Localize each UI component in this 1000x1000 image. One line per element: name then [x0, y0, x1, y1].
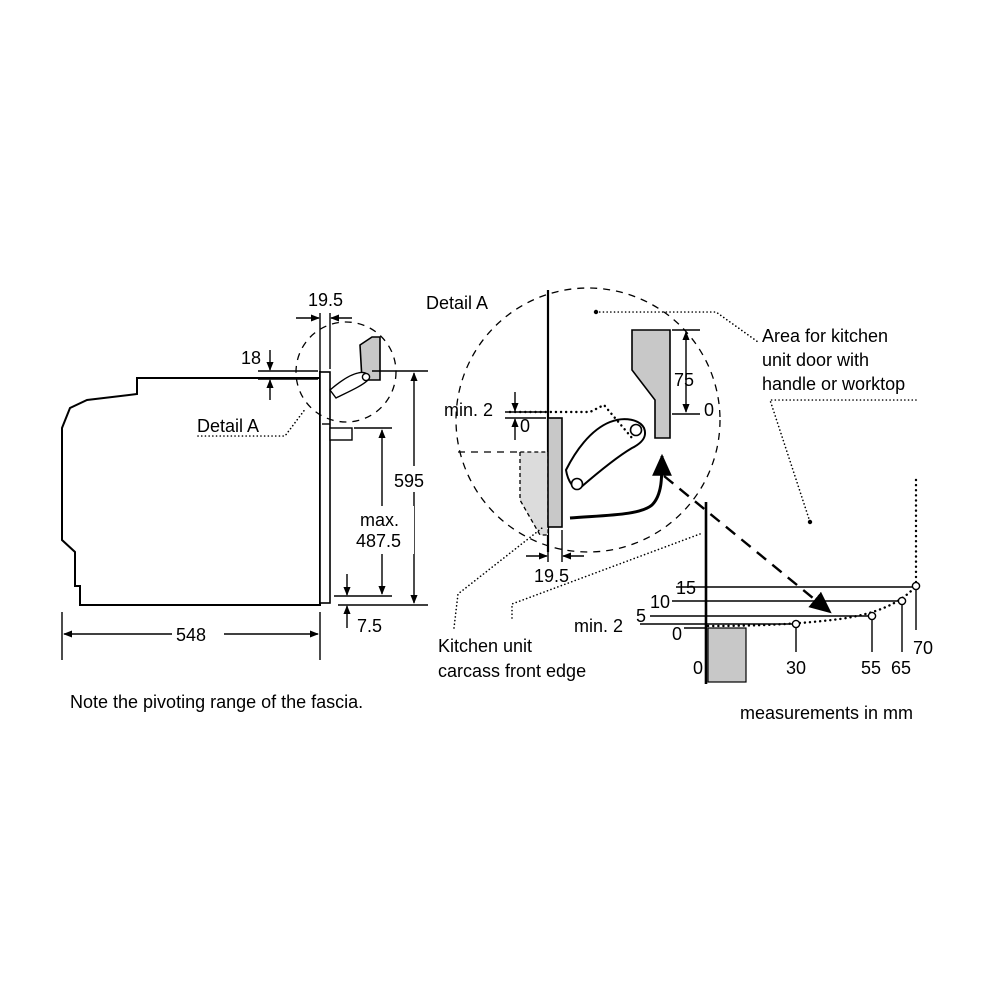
dim-75-label: 75 [674, 370, 694, 390]
carcass-label-line2: carcass front edge [438, 661, 586, 681]
area-note-line3: handle or worktop [762, 374, 905, 394]
door-handle [329, 427, 353, 441]
fascia-top [631, 329, 671, 439]
graph-point-55 [867, 611, 877, 621]
units-note: measurements in mm [740, 703, 913, 723]
graph-y-label-5: 5 [636, 606, 646, 626]
dim-0-right-label: 0 [704, 400, 714, 420]
oven-body-outline [61, 377, 320, 606]
pivot-point [629, 423, 643, 437]
dim-595-label: 595 [394, 471, 424, 491]
detail-a-circle [455, 287, 721, 553]
dim-548-label: 548 [176, 625, 206, 645]
oven-fascia [319, 371, 331, 604]
pivot-range-note: Note the pivoting range of the fascia. [70, 692, 363, 712]
area-dotted-boundary [508, 403, 634, 440]
detail-a-label: Detail A [197, 416, 259, 436]
graph-x-label-0: 0 [693, 658, 703, 678]
detail-a-title: Detail A [426, 293, 488, 313]
dim-7-5-label: 7.5 [357, 616, 382, 636]
area-note-line2: unit door with [762, 350, 869, 370]
detail-a-leader [197, 407, 307, 437]
carcass-leader-right [511, 533, 701, 619]
graph-point-65 [897, 596, 907, 606]
graph-point-70 [911, 581, 921, 591]
graph-y-label-0: 0 [672, 624, 682, 644]
pivot-range-graph: 15 10 5 min. 2 0 0 30 55 65 70 [574, 478, 933, 684]
graph-x-label-65: 65 [891, 658, 911, 678]
dim-min2-label: min. 2 [444, 400, 493, 420]
carcass-leader-left [453, 527, 543, 629]
graph-x-label-55: 55 [861, 658, 881, 678]
graph-x-label-30: 30 [786, 658, 806, 678]
detail-to-graph-arrow [663, 475, 832, 614]
dim-19-5-bottom-label: 19.5 [534, 566, 569, 586]
fascia-panel [547, 417, 563, 528]
graph-y-label-10: 10 [650, 592, 670, 612]
carcass-outline [519, 451, 549, 536]
dim-487-5-label: 487.5 [356, 531, 401, 551]
pivot-lower-point [570, 477, 584, 491]
dim-18-label: 18 [241, 348, 261, 368]
dim-19-5-top-label: 19.5 [308, 290, 343, 310]
oven-side-view: Detail A 19.5 18 595 max. 487.5 7.5 [61, 290, 436, 660]
pivot-motion-arrow [569, 453, 672, 520]
area-note-leader [595, 311, 759, 343]
area-note-underline-leader [768, 399, 917, 523]
dim-0-left-label: 0 [520, 416, 530, 436]
graph-point-30 [791, 619, 801, 629]
detail-a-marker-circle [295, 321, 397, 423]
detail-a-view: Detail A 75 0 min. 2 0 [426, 287, 917, 681]
pivot-point-small [361, 372, 371, 382]
area-note-line1: Area for kitchen [762, 326, 888, 346]
graph-y-label-15: 15 [676, 578, 696, 598]
graph-y-label-min2: min. 2 [574, 616, 623, 636]
graph-x-label-70: 70 [913, 638, 933, 658]
graph-carcass-block [707, 627, 747, 683]
graph-pivot-trajectory [706, 584, 918, 628]
dim-max-label: max. [360, 510, 399, 530]
carcass-label-line1: Kitchen unit [438, 636, 532, 656]
